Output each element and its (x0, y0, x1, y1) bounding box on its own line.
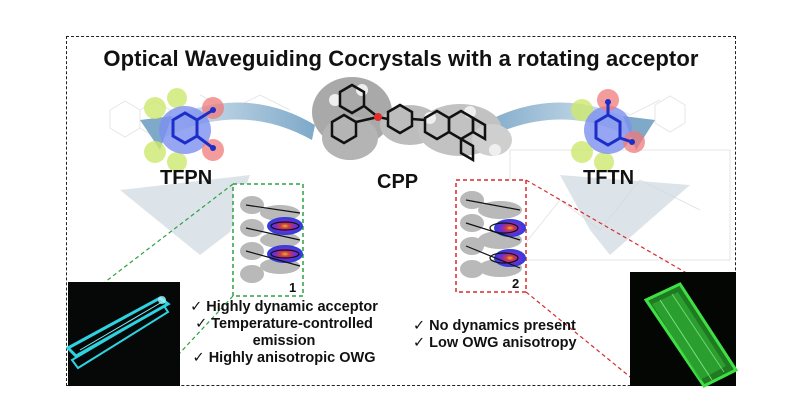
bullet-item: ✓ Highly dynamic acceptor (190, 299, 378, 315)
tftn-molecule (571, 89, 645, 172)
bullet-item: ✓ Temperature-controlled (195, 316, 373, 332)
cocrystal-panel-2 (455, 179, 691, 386)
bullet-list-right: ✓ No dynamics present ✓ Low OWG anisotro… (413, 318, 577, 352)
left-fan-arrow (120, 175, 250, 255)
right-fan-arrow (560, 175, 690, 255)
cocrystal-panel-1 (104, 183, 304, 386)
tfpn-molecule (144, 88, 224, 172)
panel-2-number: 2 (512, 276, 520, 291)
bullet-list-left: ✓ Highly dynamic acceptor ✓ Temperature-… (186, 299, 382, 367)
cpp-label: CPP (377, 171, 419, 193)
bullet-item: ✓ Highly anisotropic OWG (192, 350, 376, 366)
bullet-item-continued: emission (252, 333, 316, 349)
cpp-molecule (312, 77, 512, 163)
bullet-item: ✓ No dynamics present (413, 318, 576, 334)
tfpn-label: TFPN (160, 167, 213, 189)
tftn-label: TFTN (583, 167, 635, 189)
bullet-item: ✓ Low OWG anisotropy (413, 335, 577, 351)
figure-title: Optical Waveguiding Cocrystals with a ro… (103, 46, 699, 71)
crystal-photo-right (630, 272, 739, 388)
crystal-photo-left (65, 282, 180, 386)
panel-1-number: 1 (289, 280, 297, 295)
